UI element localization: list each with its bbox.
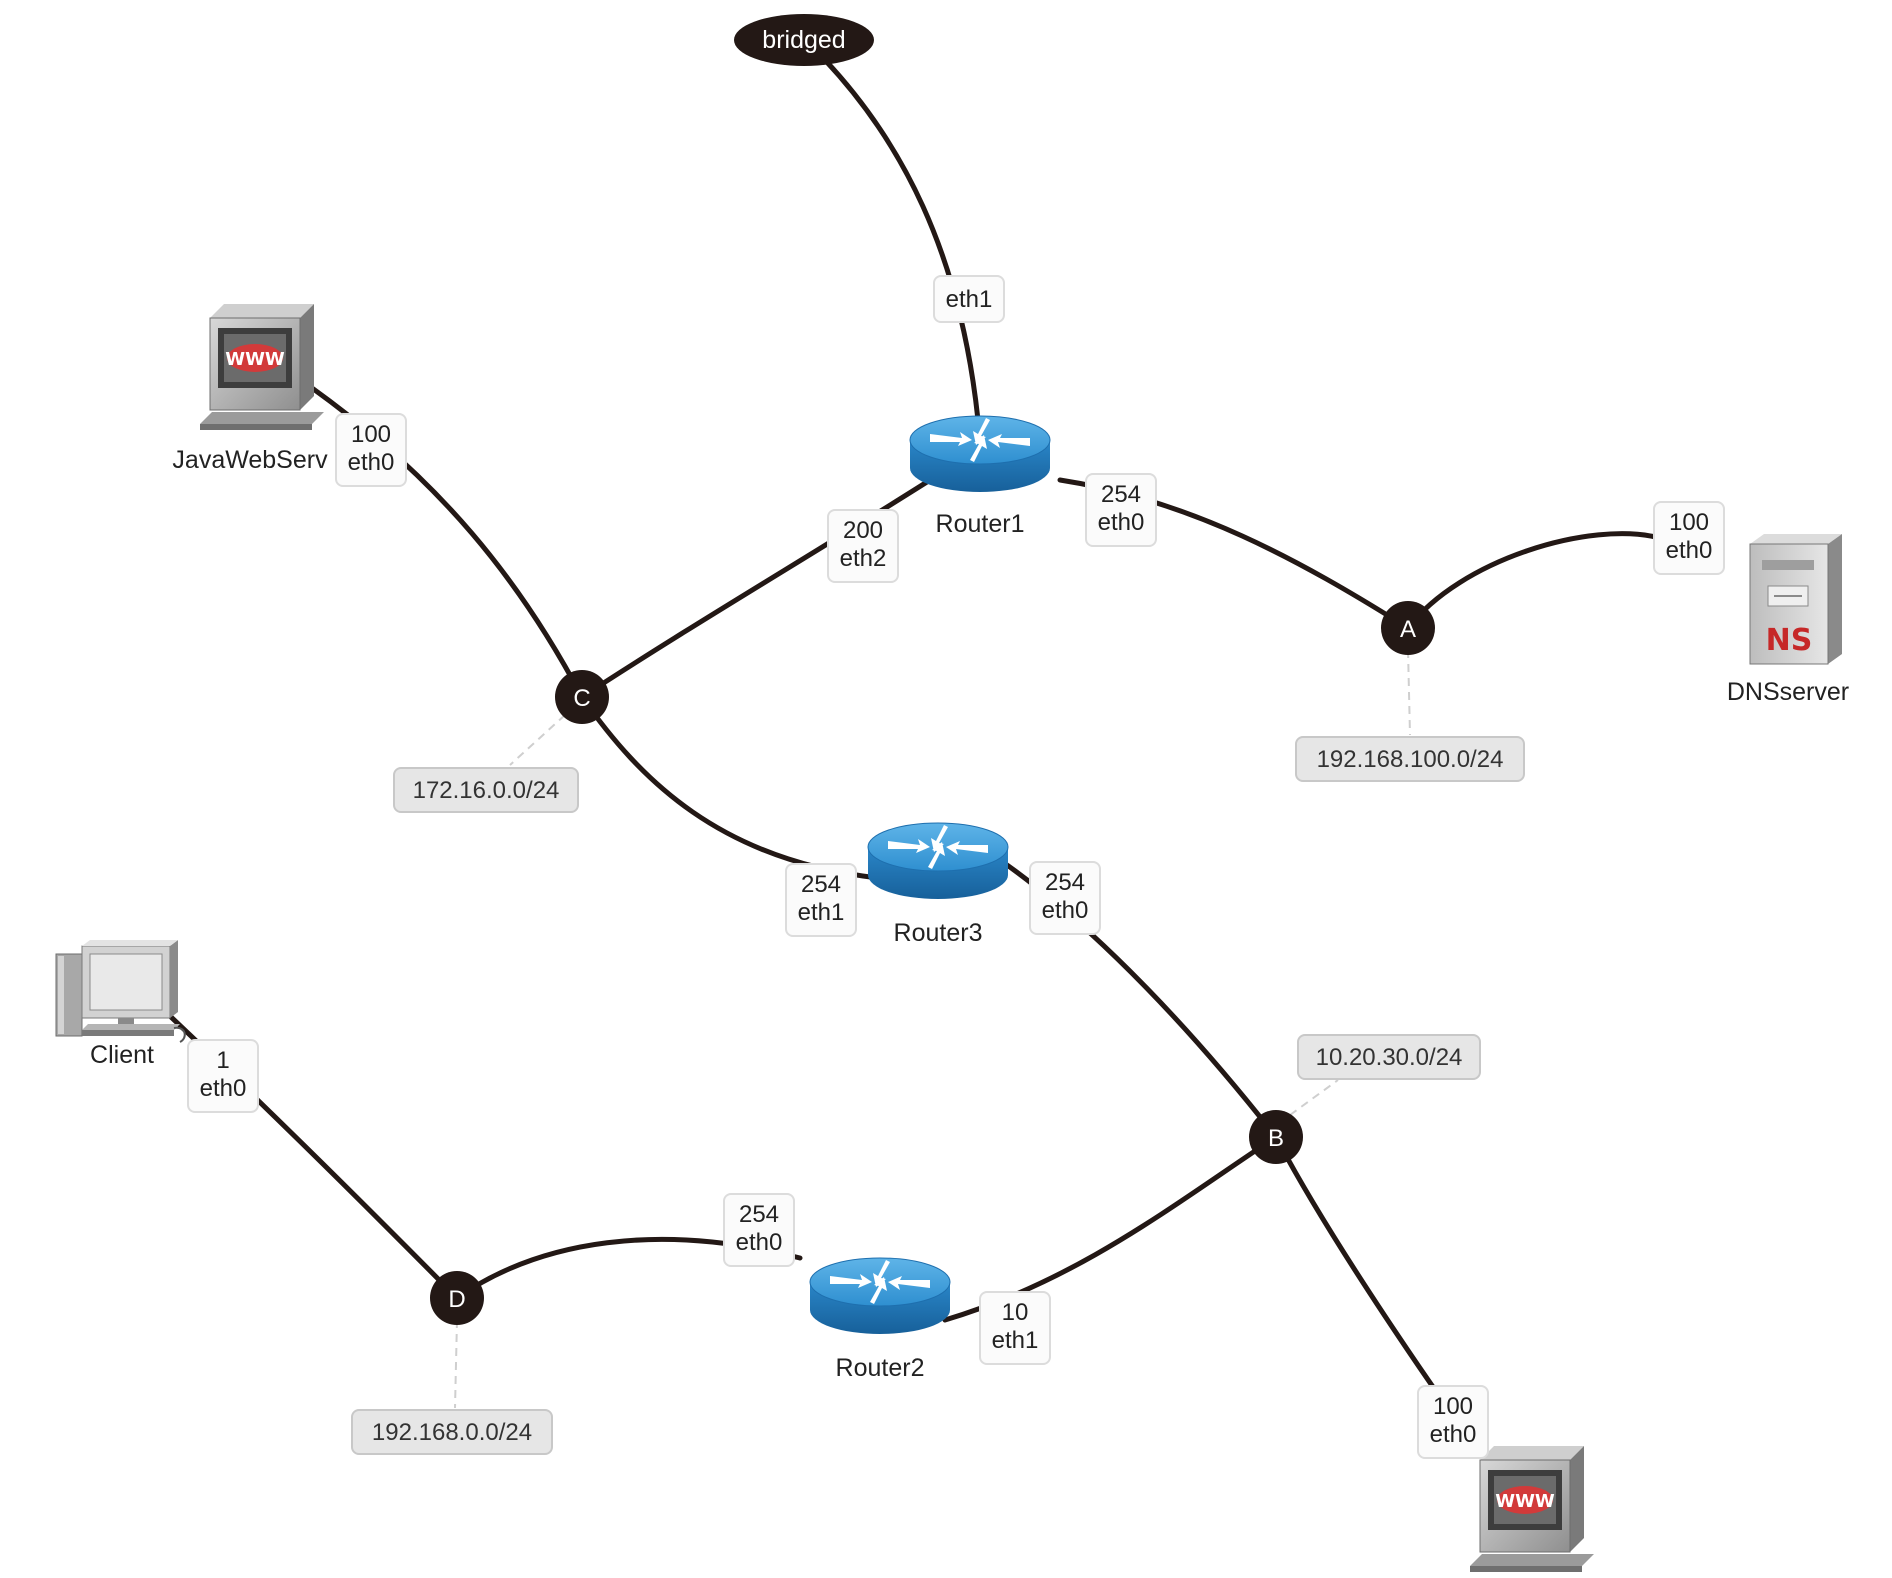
router3-label: Router3 xyxy=(894,919,983,947)
ns-server-icon: NS xyxy=(1749,534,1842,665)
network-label-c: 172.16.0.0/24 xyxy=(393,767,579,813)
hub-a-label: A xyxy=(1400,616,1416,643)
dnsserver-label: DNSserver xyxy=(1727,678,1849,706)
svg-text:eth2: eth2 xyxy=(840,545,887,572)
desktop-computer-icon xyxy=(55,939,186,1043)
network-label-b: 10.20.30.0/24 xyxy=(1297,1034,1481,1080)
svg-text:eth0: eth0 xyxy=(1430,1421,1477,1448)
svg-text:eth0: eth0 xyxy=(736,1229,783,1256)
cloud-label: bridged xyxy=(762,26,845,54)
network-label-d: 192.168.0.0/24 xyxy=(351,1409,553,1455)
dash-a-network xyxy=(1407,649,1411,736)
iface-r1-eth1[interactable]: eth1 xyxy=(933,275,1005,323)
svg-text:eth0: eth0 xyxy=(348,449,395,476)
svg-text:eth1: eth1 xyxy=(992,1327,1039,1354)
iface-www2-eth0[interactable]: 100 eth0 xyxy=(1417,1385,1489,1459)
hub-c-label: C xyxy=(573,685,590,712)
hub-b-label: B xyxy=(1268,1125,1284,1152)
svg-text:eth0: eth0 xyxy=(1098,509,1145,536)
iface-r3-eth1[interactable]: 254 eth1 xyxy=(785,863,857,937)
iface-r2-eth1[interactable]: 10 eth1 xyxy=(979,1291,1051,1365)
svg-text:172.16.0.0/24: 172.16.0.0/24 xyxy=(413,777,560,804)
iface-dns-eth0[interactable]: 100 eth0 xyxy=(1653,501,1725,575)
cloud-shape xyxy=(734,14,874,66)
hub-b[interactable]: B xyxy=(1249,1110,1303,1164)
www-server-icon xyxy=(1469,1445,1595,1573)
svg-text:100: 100 xyxy=(351,421,391,448)
host-client[interactable]: Client xyxy=(55,939,186,1069)
link-router1-c xyxy=(579,472,941,700)
host-dnsserver[interactable]: NS DNSserver xyxy=(1727,534,1849,706)
javawebserver-label: JavaWebServ xyxy=(172,446,328,474)
svg-text:254: 254 xyxy=(739,1201,779,1228)
dash-c-network xyxy=(509,714,566,766)
svg-text:eth1: eth1 xyxy=(798,899,845,926)
svg-text:192.168.100.0/24: 192.168.100.0/24 xyxy=(1317,746,1504,773)
svg-text:100: 100 xyxy=(1433,1393,1473,1420)
dash-b-network xyxy=(1289,1079,1339,1116)
svg-text:254: 254 xyxy=(801,871,841,898)
svg-text:eth0: eth0 xyxy=(200,1075,247,1102)
iface-client-eth0[interactable]: 1 eth0 xyxy=(187,1039,259,1113)
svg-text:1: 1 xyxy=(216,1047,229,1074)
router-icon xyxy=(909,415,1051,493)
dash-d-network xyxy=(454,1319,458,1409)
svg-text:254: 254 xyxy=(1045,869,1085,896)
iface-r1-eth2[interactable]: 200 eth2 xyxy=(827,509,899,583)
svg-text:100: 100 xyxy=(1669,509,1709,536)
svg-text:eth0: eth0 xyxy=(1666,537,1713,564)
host-javawebserver[interactable]: JavaWebServ xyxy=(172,303,328,474)
router-icon xyxy=(867,822,1009,900)
iface-java-eth0[interactable]: 100 eth0 xyxy=(335,413,407,487)
router1-label: Router1 xyxy=(936,510,1025,538)
svg-text:eth0: eth0 xyxy=(1042,897,1089,924)
ns-badge: NS xyxy=(1766,623,1813,658)
hub-d[interactable]: D xyxy=(430,1271,484,1325)
cloud-bridged[interactable]: bridged xyxy=(734,14,874,66)
hub-a[interactable]: A xyxy=(1381,601,1435,655)
svg-text:192.168.0.0/24: 192.168.0.0/24 xyxy=(372,1419,532,1446)
svg-text:254: 254 xyxy=(1101,481,1141,508)
router1[interactable]: Router1 xyxy=(909,415,1051,538)
router2[interactable]: Router2 xyxy=(809,1257,951,1382)
hub-c[interactable]: C xyxy=(555,670,609,724)
svg-text:200: 200 xyxy=(843,517,883,544)
svg-text:10.20.30.0/24: 10.20.30.0/24 xyxy=(1316,1044,1463,1071)
hub-d-label: D xyxy=(448,1286,465,1313)
svg-text:eth1: eth1 xyxy=(946,286,993,313)
svg-text:10: 10 xyxy=(1002,1299,1029,1326)
router2-label: Router2 xyxy=(836,1354,925,1382)
router-icon xyxy=(809,1257,951,1335)
client-label: Client xyxy=(90,1041,154,1069)
network-label-a: 192.168.100.0/24 xyxy=(1295,736,1525,782)
iface-r1-eth0[interactable]: 254 eth0 xyxy=(1085,473,1157,547)
link-a-dns xyxy=(1405,531,1663,631)
iface-r2-eth0[interactable]: 254 eth0 xyxy=(723,1193,795,1267)
link-bridged-router1 xyxy=(822,57,981,423)
link-c-router3 xyxy=(579,694,881,881)
www-server-icon xyxy=(199,303,325,431)
host-www2[interactable] xyxy=(1469,1445,1595,1573)
iface-r3-eth0[interactable]: 254 eth0 xyxy=(1029,861,1101,935)
router3[interactable]: Router3 xyxy=(867,822,1009,947)
